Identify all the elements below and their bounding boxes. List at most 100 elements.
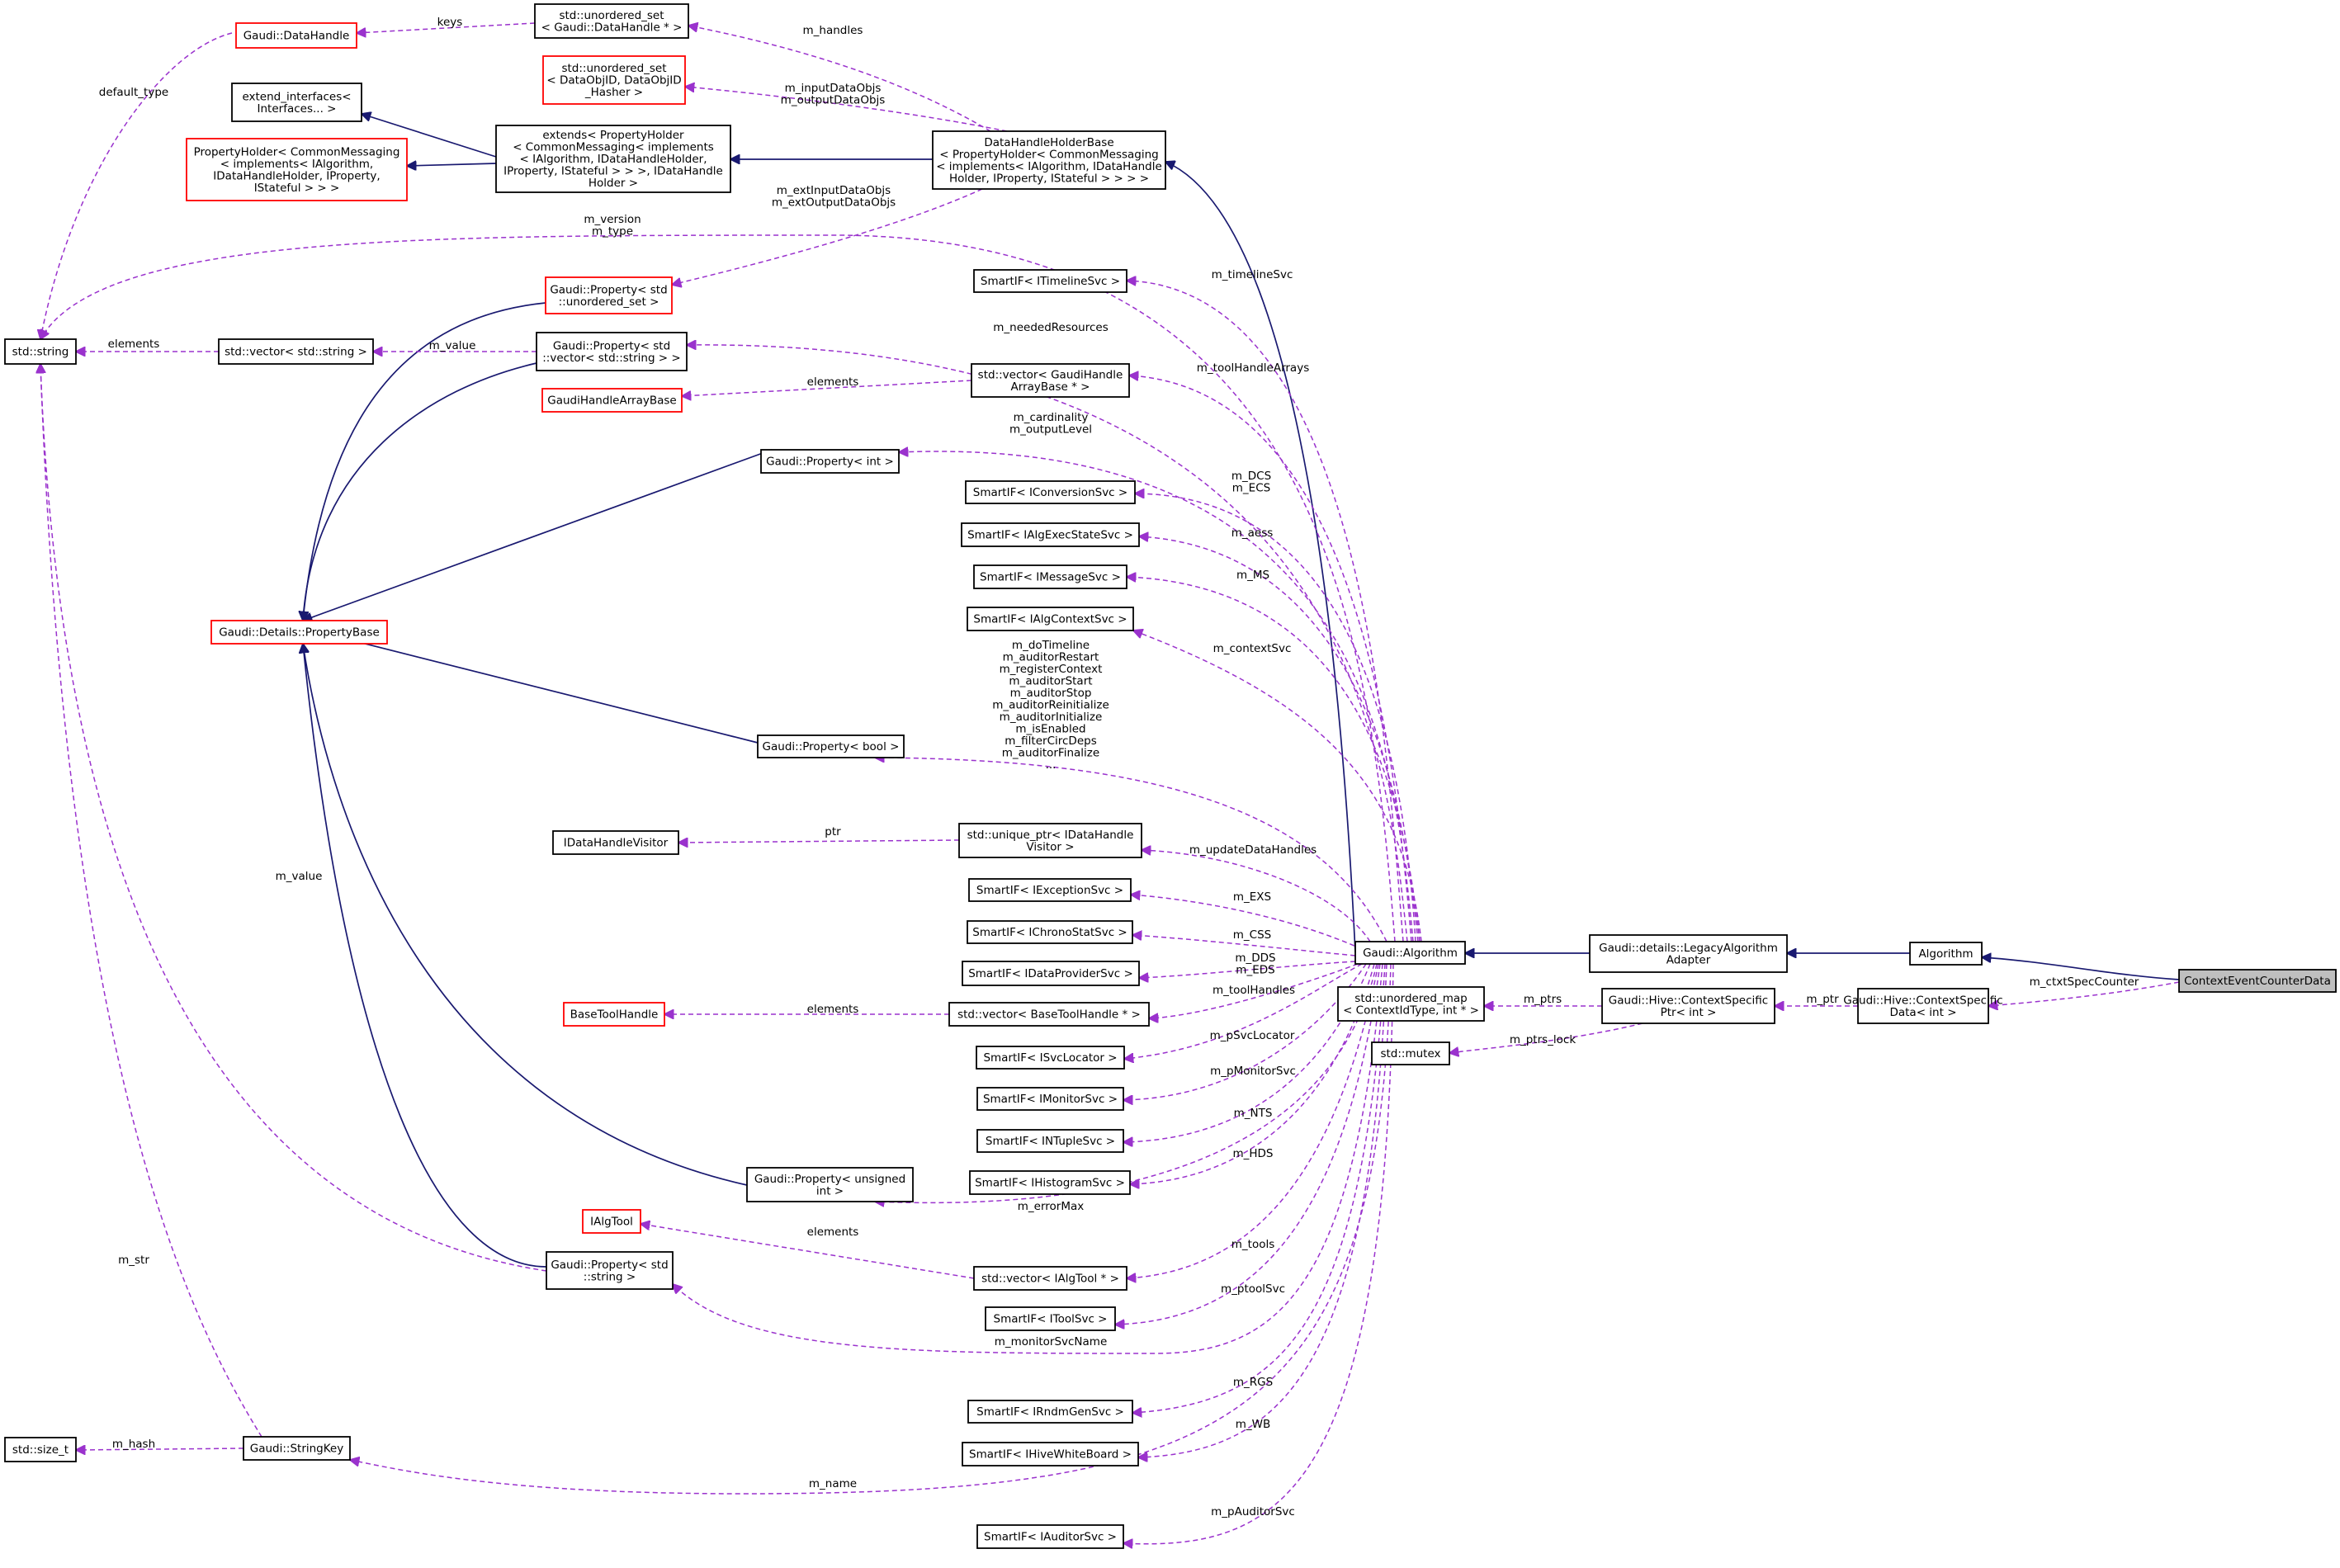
class-node-alg-exec[interactable]: SmartIF< IAlgExecStateSvc > [961,522,1140,547]
class-node-dh[interactable]: Gaudi::DataHandle [235,22,357,49]
inheritance-edge [303,449,773,621]
class-node-dhhb[interactable]: DataHandleHolderBase< PropertyHolder< Co… [932,130,1166,190]
class-node-mutex[interactable]: std::mutex [1371,1041,1450,1065]
usage-edge [1124,963,1363,1059]
usage-edge [1139,536,1419,942]
edge-label-m-psvclocator: m_pSvcLocator [1210,1029,1295,1042]
edge-label-m-handles: m_handles [803,24,863,37]
class-node-rndm[interactable]: SmartIF< IRndmGenSvc > [967,1400,1133,1424]
class-node-exception[interactable]: SmartIF< IExceptionSvc > [968,878,1132,902]
edge-label-m-ms: m_MS [1236,569,1269,582]
usage-edge [1149,963,1359,1018]
class-node-label: Gaudi::Property< bool > [763,740,900,753]
class-node-size-t[interactable]: std::size_t [4,1437,77,1462]
class-node-alg-context[interactable]: SmartIF< IAlgContextSvc > [967,607,1134,631]
inheritance-edges [303,114,2180,1268]
usage-edge [899,451,1414,942]
class-node-gh-array-base[interactable]: GaudiHandleArrayBase [541,388,683,413]
usage-edge [1449,1023,1643,1053]
class-node-label: std::vector< BaseToolHandle * > [957,1008,1141,1022]
usage-edge [1138,963,1387,1457]
class-node-label: std::unordered_set< DataObjID, DataObjID… [546,62,681,99]
edge-label-m-wb: m_WB [1236,1418,1271,1431]
class-node-monitor[interactable]: SmartIF< IMonitorSvc > [976,1087,1124,1111]
class-node-label: std::vector< IAlgTool * > [981,1273,1119,1286]
edge-label-m-toolhandlearrays: m_toolHandleArrays [1197,361,1309,375]
class-node-label: std::vector< std::string > [225,346,367,359]
inheritance-edge [303,362,537,621]
class-node-conversion[interactable]: SmartIF< IConversionSvc > [965,480,1136,504]
class-node-algorithm-gaudi[interactable]: Gaudi::Algorithm [1354,941,1466,965]
class-node-prop-base[interactable]: Gaudi::Details::PropertyBase [210,620,388,645]
class-node-label: IAlgTool [590,1216,633,1229]
class-node-whiteboard[interactable]: SmartIF< IHiveWhiteBoard > [962,1442,1139,1466]
class-node-base-tool-handle[interactable]: BaseToolHandle [563,1002,665,1027]
class-node-ntuple[interactable]: SmartIF< INTupleSvc > [976,1129,1124,1153]
class-node-data-provider[interactable]: SmartIF< IDataProviderSvc > [962,961,1140,986]
inheritance-edge [1165,162,1356,953]
class-node-label: std::mutex [1380,1047,1440,1060]
edge-label-m-timelinesvc: m_timelineSvc [1212,268,1293,281]
class-node-prop-bool[interactable]: Gaudi::Property< bool > [757,734,905,758]
usage-edge [40,364,547,1272]
usage-edge [40,364,262,1438]
class-node-vec-ialgtool[interactable]: std::vector< IAlgTool * > [973,1266,1127,1291]
class-node-label: Gaudi::DataHandle [243,30,350,43]
class-node-label: Gaudi::Property< std::unordered_set > [550,283,667,309]
class-node-vec-string[interactable]: std::vector< std::string > [218,338,374,365]
class-node-ialgtool[interactable]: IAlgTool [582,1209,641,1234]
class-node-label: std::unordered_set< Gaudi::DataHandle * … [541,9,683,35]
edge-label-default-type: default_type [99,86,168,99]
usage-edge [1139,961,1356,978]
edge-label-m-neededresources: m_neededResources [993,321,1108,334]
class-node-tool-svc[interactable]: SmartIF< IToolSvc > [985,1306,1116,1331]
class-node-string-key[interactable]: Gaudi::StringKey [243,1436,351,1461]
class-node-unset-objid[interactable]: std::unordered_set< DataObjID, DataObjID… [542,55,686,105]
class-node-label: SmartIF< ITimelineSvc > [981,275,1120,288]
class-node-cecd[interactable]: ContextEventCounterData [2178,969,2337,993]
class-node-extend-if[interactable]: extend_interfaces<Interfaces... > [231,83,362,122]
class-node-chrono[interactable]: SmartIF< IChronoStatSvc > [967,920,1133,944]
edge-label-m-pmonitorsvc: m_pMonitorSvc [1210,1065,1296,1078]
inheritance-edge [1982,957,2180,980]
class-node-dh-visitor[interactable]: IDataHandleVisitor [552,830,679,855]
class-node-algorithm[interactable]: Algorithm [1909,942,1983,966]
edge-label-m-exs: m_EXS [1233,890,1271,904]
class-node-histogram[interactable]: SmartIF< IHistogramSvc > [969,1170,1131,1195]
usage-edge [1129,375,1412,942]
edge-label-m-name: m_name [809,1477,857,1490]
class-node-timeline[interactable]: SmartIF< ITimelineSvc > [973,269,1127,293]
class-node-label: Gaudi::Details::PropertyBase [219,626,380,640]
class-nodes: std::stringGaudi::DataHandlestd::unorder… [4,3,2337,1549]
class-node-prop-int[interactable]: Gaudi::Property< int > [760,449,900,474]
class-node-prop-holder[interactable]: PropertyHolder< CommonMessaging< impleme… [186,138,408,201]
class-node-prop-vec-string[interactable]: Gaudi::Property< std::vector< std::strin… [536,332,688,371]
class-node-extends[interactable]: extends< PropertyHolder< CommonMessaging… [495,125,731,193]
class-node-std-string[interactable]: std::string [4,338,77,365]
class-node-prop-unset[interactable]: Gaudi::Property< std::unordered_set > [545,276,673,314]
usage-edge [673,963,1383,1354]
edge-label-m-rgs: m_RGS [1233,1376,1273,1389]
class-node-vec-btool[interactable]: std::vector< BaseToolHandle * > [948,1002,1150,1027]
class-node-svc-locator[interactable]: SmartIF< ISvcLocator > [976,1046,1125,1070]
usage-edge [678,840,960,843]
inheritance-edge [303,644,547,1268]
class-node-auditor[interactable]: SmartIF< IAuditorSvc > [976,1524,1124,1549]
class-node-message[interactable]: SmartIF< IMessageSvc > [973,564,1127,589]
inheritance-edge [303,644,748,1186]
class-node-prop-string[interactable]: Gaudi::Property< std::string > [546,1251,674,1290]
class-node-label: SmartIF< INTupleSvc > [986,1135,1115,1148]
class-node-label: SmartIF< IConversionSvc > [973,486,1127,499]
class-node-unset-dh[interactable]: std::unordered_set< Gaudi::DataHandle * … [534,3,689,39]
class-node-label: Gaudi::Property< std::vector< std::strin… [542,339,680,365]
class-node-umap[interactable]: std::unordered_map< ContextIdType, int *… [1337,986,1485,1022]
